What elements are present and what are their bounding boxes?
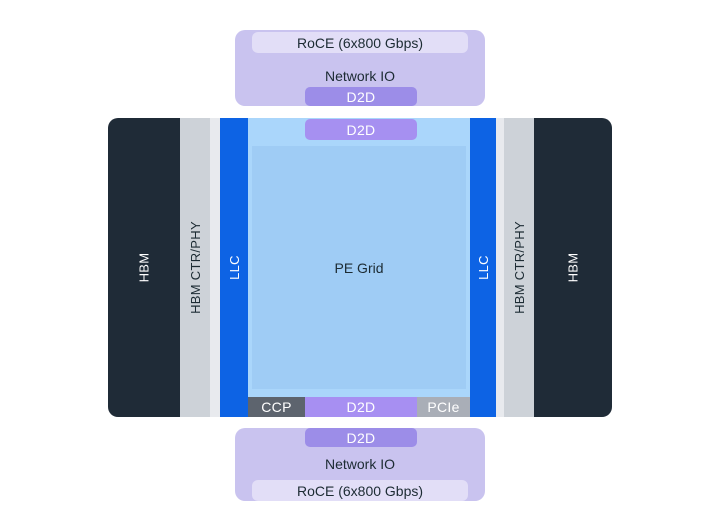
hbm-right-label: HBM [565,252,581,283]
hbm-left-label: HBM [136,252,152,283]
roce-top-label: RoCE (6x800 Gbps) [296,34,424,51]
ccp-block: CCP [248,397,305,417]
llc-left-bar: LLC [220,118,248,417]
pe-grid-label: PE Grid [334,259,384,276]
pcie-label: PCIe [427,399,460,415]
network-io-top-label: Network IO [324,68,395,84]
pcie-block: PCIe [417,397,470,417]
d2d-bottom-io-box: D2D [305,428,417,447]
roce-bottom-box: RoCE (6x800 Gbps) [252,480,468,501]
d2d-top-io-box: D2D [305,87,417,106]
llc-right-label: LLC [475,255,491,280]
network-io-top-block: RoCE (6x800 Gbps) Network IO D2D [235,30,485,106]
d2d-chip-top-box: D2D [305,119,417,140]
d2d-bottom-io-label: D2D [346,429,376,446]
hbm-ctr-phy-left-bar: HBM CTR/PHY [180,118,210,417]
d2d-top-io-label: D2D [346,88,376,105]
hbm-ctr-phy-right-label: HBM CTR/PHY [511,221,527,314]
network-io-bottom-label: Network IO [324,456,395,472]
hbm-right-block: HBM [534,118,612,417]
roce-top-box: RoCE (6x800 Gbps) [252,32,468,53]
divider-right [496,118,504,417]
d2d-chip-bottom-label: D2D [346,399,376,415]
hbm-ctr-phy-left-label: HBM CTR/PHY [187,221,203,314]
ccp-label: CCP [261,399,292,415]
d2d-chip-top-label: D2D [346,121,376,138]
chip-die: HBM HBM CTR/PHY LLC PE Grid LLC HBM CTR/… [108,118,612,417]
network-io-bottom-block: D2D Network IO RoCE (6x800 Gbps) [235,428,485,501]
hbm-ctr-phy-right-bar: HBM CTR/PHY [504,118,534,417]
d2d-chip-bottom-box: D2D [305,397,417,417]
roce-bottom-label: RoCE (6x800 Gbps) [296,482,424,499]
llc-right-bar: LLC [470,118,496,417]
divider-left [210,118,220,417]
llc-left-label: LLC [226,255,242,280]
pe-grid-area: PE Grid [252,146,466,389]
hbm-left-block: HBM [108,118,180,417]
